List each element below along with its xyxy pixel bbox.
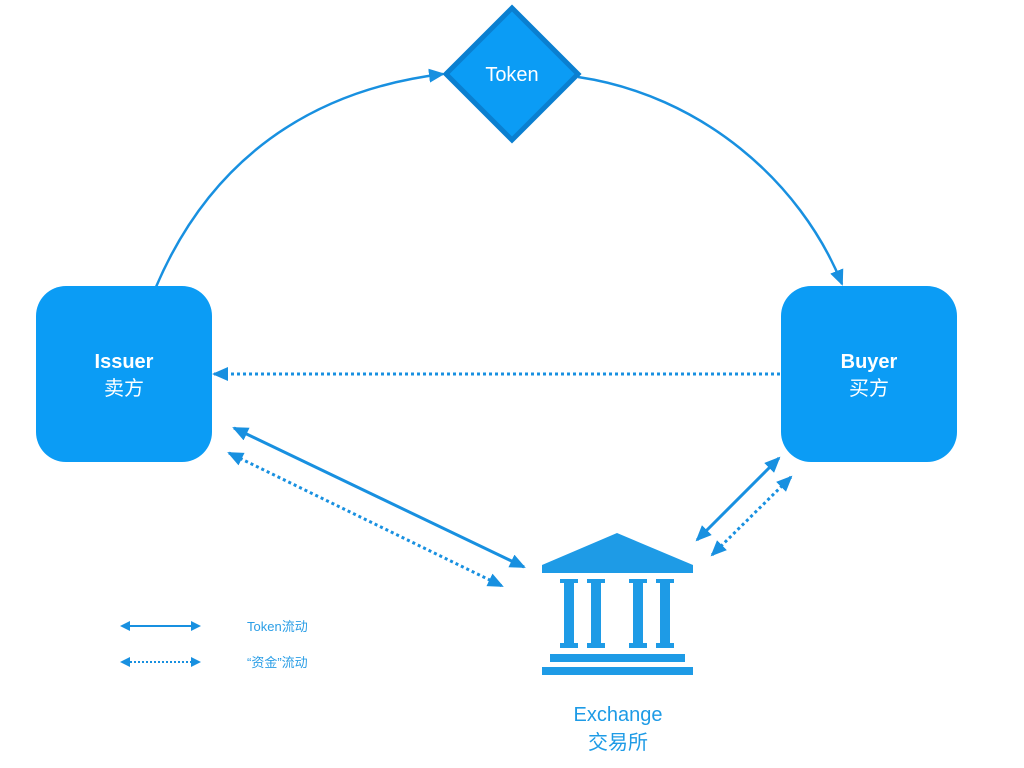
legend-label-funds-flow: “资金”流动 <box>247 655 308 670</box>
buyer-node[interactable]: Buyer 买方 <box>781 286 957 462</box>
exchange-node[interactable]: Exchange 交易所 <box>542 533 693 754</box>
token-diamond <box>442 4 582 144</box>
issuer-node[interactable]: Issuer 卖方 <box>36 286 212 462</box>
exchange-label: Exchange <box>574 704 663 726</box>
buyer-box <box>781 286 957 462</box>
edge-issuer-exchange-token <box>232 426 526 569</box>
edge-buyer-exchange-funds <box>710 475 793 557</box>
legend-item-token-flow: Token流动 <box>120 619 308 634</box>
edge-issuer-exchange-funds <box>227 451 504 588</box>
buyer-label: Buyer <box>841 351 898 373</box>
buyer-sublabel: 买方 <box>849 377 889 400</box>
exchange-sublabel: 交易所 <box>588 731 648 754</box>
issuer-sublabel: 卖方 <box>104 377 144 400</box>
legend-item-funds-flow: “资金”流动 <box>120 655 308 670</box>
token-node[interactable]: Token <box>442 4 582 144</box>
issuer-box <box>36 286 212 462</box>
issuer-label: Issuer <box>95 351 154 373</box>
bank-building-icon <box>542 533 693 675</box>
legend-label-token-flow: Token流动 <box>247 619 308 634</box>
edge-token-to-buyer <box>577 75 844 286</box>
edge-issuer-to-token <box>154 68 445 288</box>
token-label: Token <box>485 64 538 86</box>
legend: Token流动 “资金”流动 <box>120 619 308 670</box>
